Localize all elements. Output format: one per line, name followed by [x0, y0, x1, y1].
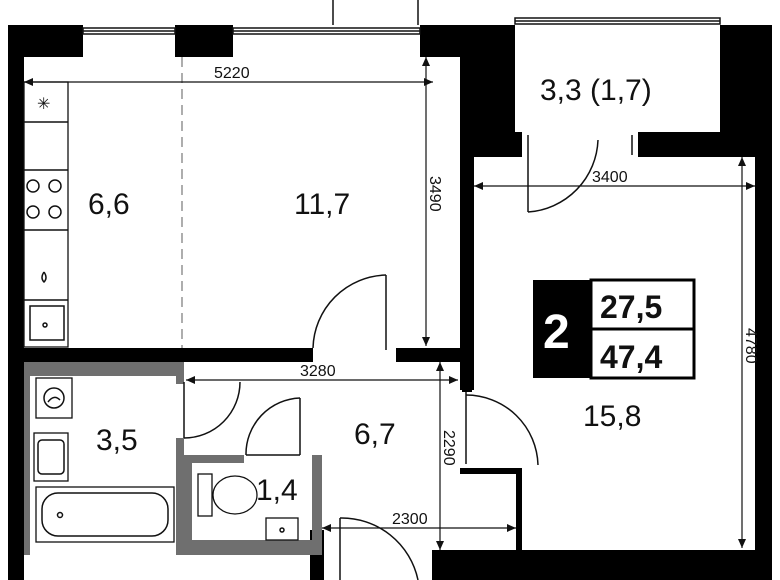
room-toilet-area: 1,4: [256, 474, 298, 507]
room-bathroom-area: 3,5: [96, 424, 138, 457]
kitchen-sink-icon: [29, 305, 65, 341]
room-bedroom-area: 15,8: [583, 400, 641, 433]
bathtub-icon: [35, 486, 175, 543]
stove-icon: [26, 179, 62, 219]
badge-total-area: 47,4: [600, 339, 662, 375]
dim-3490: 3490: [426, 176, 443, 212]
fridge-icon: ✳: [37, 94, 50, 113]
wet-zone-walls: [24, 362, 322, 555]
dishwasher-icon: [41, 271, 47, 284]
area-badge: 2 27,5 47,4: [533, 278, 696, 380]
room-kitchen-area: 6,6: [88, 188, 130, 221]
dim-2290: 2290: [440, 430, 457, 466]
toilet-fixtures: [197, 473, 299, 541]
room-hall-area: 6,7: [354, 418, 396, 451]
badge-living-area: 27,5: [600, 289, 662, 325]
bathroom-fixtures: [33, 377, 175, 543]
toilet-sink-icon: [265, 517, 299, 541]
kitchen-counter: ✳: [23, 81, 69, 348]
toilet-tank-icon: [197, 473, 213, 517]
windows: [82, 0, 721, 35]
doors: [183, 135, 633, 580]
dim-4780: 4780: [742, 328, 759, 364]
dim-3280: 3280: [300, 363, 336, 380]
toilet-bowl-icon: [212, 475, 258, 515]
badge-rooms-count: 2: [543, 306, 570, 359]
dimension-lines: [24, 57, 755, 550]
walls: [8, 25, 772, 580]
room-living-area: 11,7: [294, 188, 350, 221]
room-balcony-area: 3,3 (1,7): [540, 74, 652, 107]
dim-5220: 5220: [214, 65, 250, 82]
dim-3400: 3400: [592, 169, 628, 186]
dim-2300: 2300: [392, 511, 428, 528]
